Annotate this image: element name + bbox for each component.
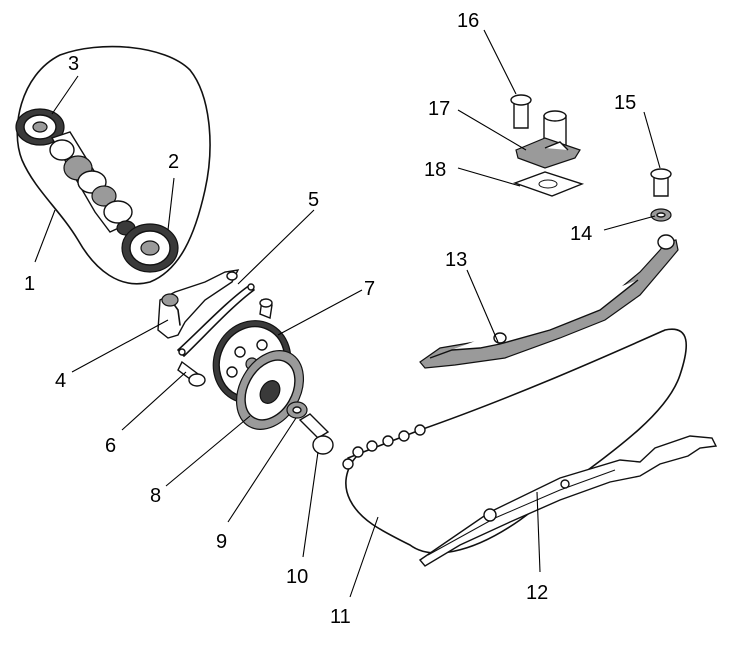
callout-12: 12 <box>526 582 548 604</box>
bolt-15 <box>650 168 672 197</box>
callout-7: 7 <box>364 278 375 300</box>
lock-plate <box>177 283 255 357</box>
callout-13: 13 <box>445 249 467 271</box>
sprocket-carrier <box>157 269 240 339</box>
callout-10: 10 <box>286 566 308 588</box>
leader-lines <box>34 29 661 598</box>
callout-8: 8 <box>150 485 161 507</box>
callout-3: 3 <box>68 53 79 75</box>
timing-chain <box>342 328 687 554</box>
bearing-bottom <box>121 223 179 273</box>
callout-14: 14 <box>570 223 592 245</box>
gasket <box>512 171 585 197</box>
camshaft-group <box>15 45 211 285</box>
callout-11: 11 <box>330 606 351 628</box>
callout-5: 5 <box>308 189 319 211</box>
bolt-6 <box>177 298 273 387</box>
tensioner-blade <box>419 234 679 369</box>
bolt-10 <box>298 413 334 455</box>
callout-16: 16 <box>457 10 479 32</box>
washer-14 <box>650 208 672 222</box>
callout-17: 17 <box>428 98 450 120</box>
callout-numbers: 1 2 3 4 5 6 7 8 9 10 11 12 13 14 15 16 1… <box>24 10 636 628</box>
callout-1: 1 <box>24 273 35 295</box>
chain-guide <box>418 435 718 567</box>
camshaft-enclosure-outline <box>16 45 211 285</box>
bearing-top <box>15 108 65 146</box>
bolt-16 <box>510 94 532 129</box>
callout-15: 15 <box>614 92 636 114</box>
callout-4: 4 <box>55 370 66 392</box>
tensioner-body <box>515 110 581 169</box>
callout-2: 2 <box>168 151 179 173</box>
callout-18: 18 <box>424 159 446 181</box>
camshaft <box>49 131 136 236</box>
callout-9: 9 <box>216 531 227 553</box>
callout-6: 6 <box>105 435 116 457</box>
washer-9 <box>286 401 308 419</box>
